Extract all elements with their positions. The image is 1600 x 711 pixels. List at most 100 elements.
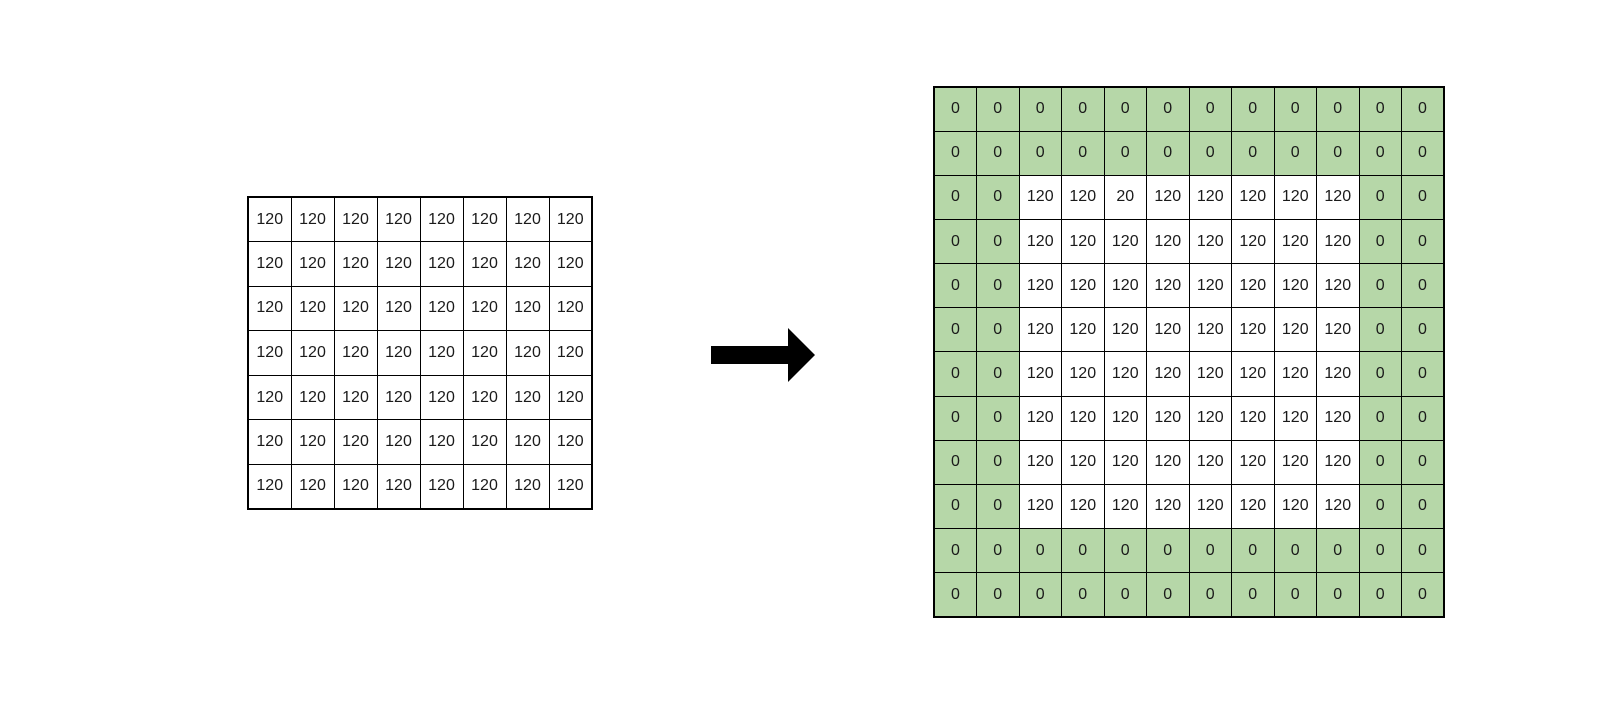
value-cell: 120 — [419, 285, 464, 332]
value-cell: 120 — [1273, 483, 1317, 530]
padding-cell: 0 — [1401, 307, 1445, 353]
value-cell: 120 — [1273, 174, 1317, 220]
padding-cell: 0 — [1273, 86, 1317, 132]
value-cell: 120 — [505, 419, 550, 465]
padding-cell: 0 — [976, 307, 1020, 353]
value-cell: 120 — [548, 463, 593, 510]
value-cell: 120 — [1231, 439, 1275, 485]
padding-cell: 0 — [933, 572, 977, 618]
padding-cell: 0 — [1103, 528, 1147, 574]
value-cell: 120 — [1018, 439, 1062, 485]
value-cell: 120 — [333, 330, 378, 376]
value-cell: 120 — [333, 374, 378, 421]
padding-cell: 0 — [933, 218, 977, 265]
padding-cell: 0 — [1401, 395, 1445, 441]
value-cell: 120 — [1061, 483, 1105, 530]
padding-cell: 0 — [1358, 218, 1402, 265]
padding-cell: 0 — [1018, 130, 1062, 176]
value-cell: 120 — [419, 241, 464, 287]
padding-cell: 0 — [933, 174, 977, 220]
padding-cell: 0 — [976, 439, 1020, 485]
value-cell: 120 — [1146, 439, 1190, 485]
value-cell: 120 — [548, 241, 593, 287]
padding-cell: 0 — [1358, 307, 1402, 353]
value-cell: 120 — [1103, 307, 1147, 353]
value-cell: 120 — [1018, 174, 1062, 220]
value-cell: 120 — [548, 196, 593, 243]
value-cell: 120 — [419, 330, 464, 376]
value-cell: 120 — [247, 285, 292, 332]
value-cell: 120 — [1018, 307, 1062, 353]
padding-cell: 0 — [1273, 572, 1317, 618]
value-cell: 120 — [333, 285, 378, 332]
value-cell: 120 — [1146, 263, 1190, 309]
value-cell: 120 — [1273, 395, 1317, 441]
padding-cell: 0 — [1188, 130, 1232, 176]
value-cell: 120 — [247, 241, 292, 287]
value-cell: 120 — [462, 285, 507, 332]
value-cell: 120 — [1316, 218, 1360, 265]
padding-cell: 0 — [1358, 351, 1402, 397]
value-cell: 120 — [1061, 218, 1105, 265]
value-cell: 120 — [505, 241, 550, 287]
value-cell: 120 — [1018, 395, 1062, 441]
padding-cell: 0 — [933, 351, 977, 397]
value-cell: 120 — [548, 330, 593, 376]
value-cell: 120 — [419, 196, 464, 243]
padding-cell: 0 — [1146, 572, 1190, 618]
value-cell: 120 — [1188, 439, 1232, 485]
value-cell: 120 — [247, 330, 292, 376]
value-cell: 120 — [1103, 263, 1147, 309]
padding-cell: 0 — [1401, 218, 1445, 265]
value-cell: 120 — [290, 330, 335, 376]
value-cell: 120 — [1061, 174, 1105, 220]
value-cell: 120 — [1273, 263, 1317, 309]
padding-cell: 0 — [1231, 572, 1275, 618]
padding-cell: 0 — [933, 439, 977, 485]
value-cell: 120 — [1146, 483, 1190, 530]
padding-cell: 0 — [1188, 528, 1232, 574]
value-cell: 120 — [1316, 439, 1360, 485]
padding-cell: 0 — [1188, 572, 1232, 618]
value-cell: 120 — [462, 419, 507, 465]
padding-cell: 0 — [976, 174, 1020, 220]
value-cell: 120 — [1188, 307, 1232, 353]
padding-cell: 0 — [976, 528, 1020, 574]
value-cell: 120 — [462, 196, 507, 243]
value-cell: 120 — [1231, 218, 1275, 265]
padding-cell: 0 — [933, 263, 977, 309]
padding-cell: 0 — [1018, 86, 1062, 132]
value-cell: 120 — [548, 419, 593, 465]
padding-cell: 0 — [1231, 528, 1275, 574]
value-cell: 120 — [1103, 218, 1147, 265]
value-cell: 120 — [462, 330, 507, 376]
value-cell: 120 — [333, 196, 378, 243]
value-cell: 120 — [290, 196, 335, 243]
value-cell: 120 — [290, 463, 335, 510]
value-cell: 120 — [1231, 483, 1275, 530]
value-cell: 120 — [1103, 351, 1147, 397]
value-cell: 20 — [1103, 174, 1147, 220]
padding-cell: 0 — [1018, 572, 1062, 618]
value-cell: 120 — [505, 374, 550, 421]
value-cell: 120 — [1231, 263, 1275, 309]
value-cell: 120 — [290, 241, 335, 287]
value-cell: 120 — [419, 463, 464, 510]
value-cell: 120 — [505, 285, 550, 332]
value-cell: 120 — [1061, 395, 1105, 441]
padding-cell: 0 — [933, 528, 977, 574]
value-cell: 120 — [548, 374, 593, 421]
value-cell: 120 — [1103, 395, 1147, 441]
padding-cell: 0 — [1401, 174, 1445, 220]
padding-cell: 0 — [933, 307, 977, 353]
